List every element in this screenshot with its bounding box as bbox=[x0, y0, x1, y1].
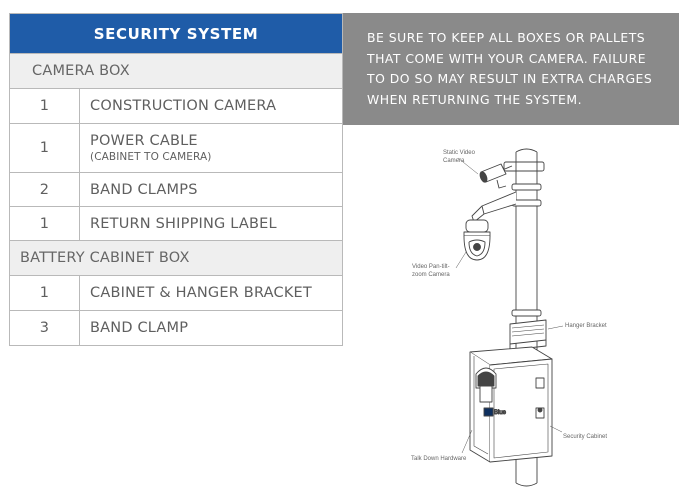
table-row: 1 POWER CABLE (CABINET TO CAMERA) bbox=[10, 124, 342, 173]
item-label: RETURN SHIPPING LABEL bbox=[90, 215, 277, 232]
ptz-camera bbox=[463, 219, 491, 261]
band-clamp bbox=[511, 183, 542, 191]
table-row: 1 CABINET & HANGER BRACKET bbox=[10, 276, 342, 311]
item-label: CABINET & HANGER BRACKET bbox=[90, 285, 312, 301]
band-clamp bbox=[511, 309, 542, 317]
pole-illustration: Blue bbox=[455, 148, 564, 487]
brand-mark-text: Blue bbox=[494, 410, 507, 416]
quantity-cell: 1 bbox=[10, 124, 80, 172]
section-header-battery-cabinet-box: BATTERY CABINET BOX bbox=[10, 241, 342, 276]
item-cell: POWER CABLE (CABINET TO CAMERA) bbox=[80, 124, 342, 172]
item-cell: CONSTRUCTION CAMERA bbox=[80, 89, 342, 123]
contents-table: SECURITY SYSTEM CAMERA BOX 1 CONSTRUCTIO… bbox=[9, 13, 343, 346]
installation-diagram: Blue Static Video Camera Video Pan-tilt-… bbox=[400, 140, 688, 497]
callout-text: Camera bbox=[443, 157, 465, 164]
item-cell: BAND CLAMP bbox=[80, 311, 342, 345]
item-label: POWER CABLE bbox=[90, 133, 198, 149]
item-sublabel: (CABINET TO CAMERA) bbox=[90, 151, 212, 163]
band-clamp bbox=[511, 199, 542, 207]
item-label: BAND CLAMPS bbox=[90, 181, 198, 198]
table-row: 1 CONSTRUCTION CAMERA bbox=[10, 89, 342, 124]
static-camera bbox=[479, 161, 545, 189]
hanger-bracket bbox=[509, 319, 547, 351]
notice-line: WHEN RETURNING THE SYSTEM. bbox=[367, 91, 583, 107]
section-header-camera-box: CAMERA BOX bbox=[10, 54, 342, 89]
security-cabinet bbox=[469, 346, 553, 463]
item-label: CONSTRUCTION CAMERA bbox=[90, 98, 277, 114]
item-cell: RETURN SHIPPING LABEL bbox=[80, 207, 342, 240]
quantity-cell: 1 bbox=[10, 89, 80, 123]
quantity-cell: 1 bbox=[10, 276, 80, 310]
item-label: BAND CLAMP bbox=[90, 320, 189, 336]
ptz-camera-callout: Video Pan-tilt- zoom Camera bbox=[412, 264, 450, 279]
callout-text: Video Pan-tilt- bbox=[412, 264, 450, 270]
item-cell: CABINET & HANGER BRACKET bbox=[80, 276, 342, 310]
item-cell: BAND CLAMPS bbox=[80, 173, 342, 206]
notice-box: BE SURE TO KEEP ALL BOXES OR PALLETS THA… bbox=[343, 13, 679, 125]
talk-down-callout: Talk Down Hardware bbox=[411, 456, 467, 462]
table-row: 2 BAND CLAMPS bbox=[10, 173, 342, 207]
section-label: BATTERY CABINET BOX bbox=[20, 250, 190, 266]
quantity-cell: 3 bbox=[10, 311, 80, 345]
notice-line: THAT COME WITH YOUR CAMERA. FAILURE bbox=[367, 50, 647, 66]
callout-text: Static Video bbox=[443, 150, 475, 156]
security-cabinet-callout: Security Cabinet bbox=[563, 434, 608, 440]
static-camera-callout: Static Video Camera bbox=[443, 150, 475, 165]
table-title: SECURITY SYSTEM bbox=[10, 14, 342, 54]
quantity-cell: 2 bbox=[10, 173, 80, 206]
hanger-bracket-callout: Hanger Bracket bbox=[565, 323, 607, 329]
callout-text: zoom Camera bbox=[412, 271, 450, 278]
notice-line: TO DO SO MAY RESULT IN EXTRA CHARGES bbox=[367, 71, 653, 86]
quantity-cell: 1 bbox=[10, 207, 80, 240]
table-row: 3 BAND CLAMP bbox=[10, 311, 342, 345]
table-row: 1 RETURN SHIPPING LABEL bbox=[10, 207, 342, 241]
callout-lines bbox=[455, 157, 564, 454]
ptz-bracket bbox=[471, 191, 517, 223]
section-label: CAMERA BOX bbox=[32, 63, 130, 79]
notice-line: BE SURE TO KEEP ALL BOXES OR PALLETS bbox=[367, 30, 646, 45]
